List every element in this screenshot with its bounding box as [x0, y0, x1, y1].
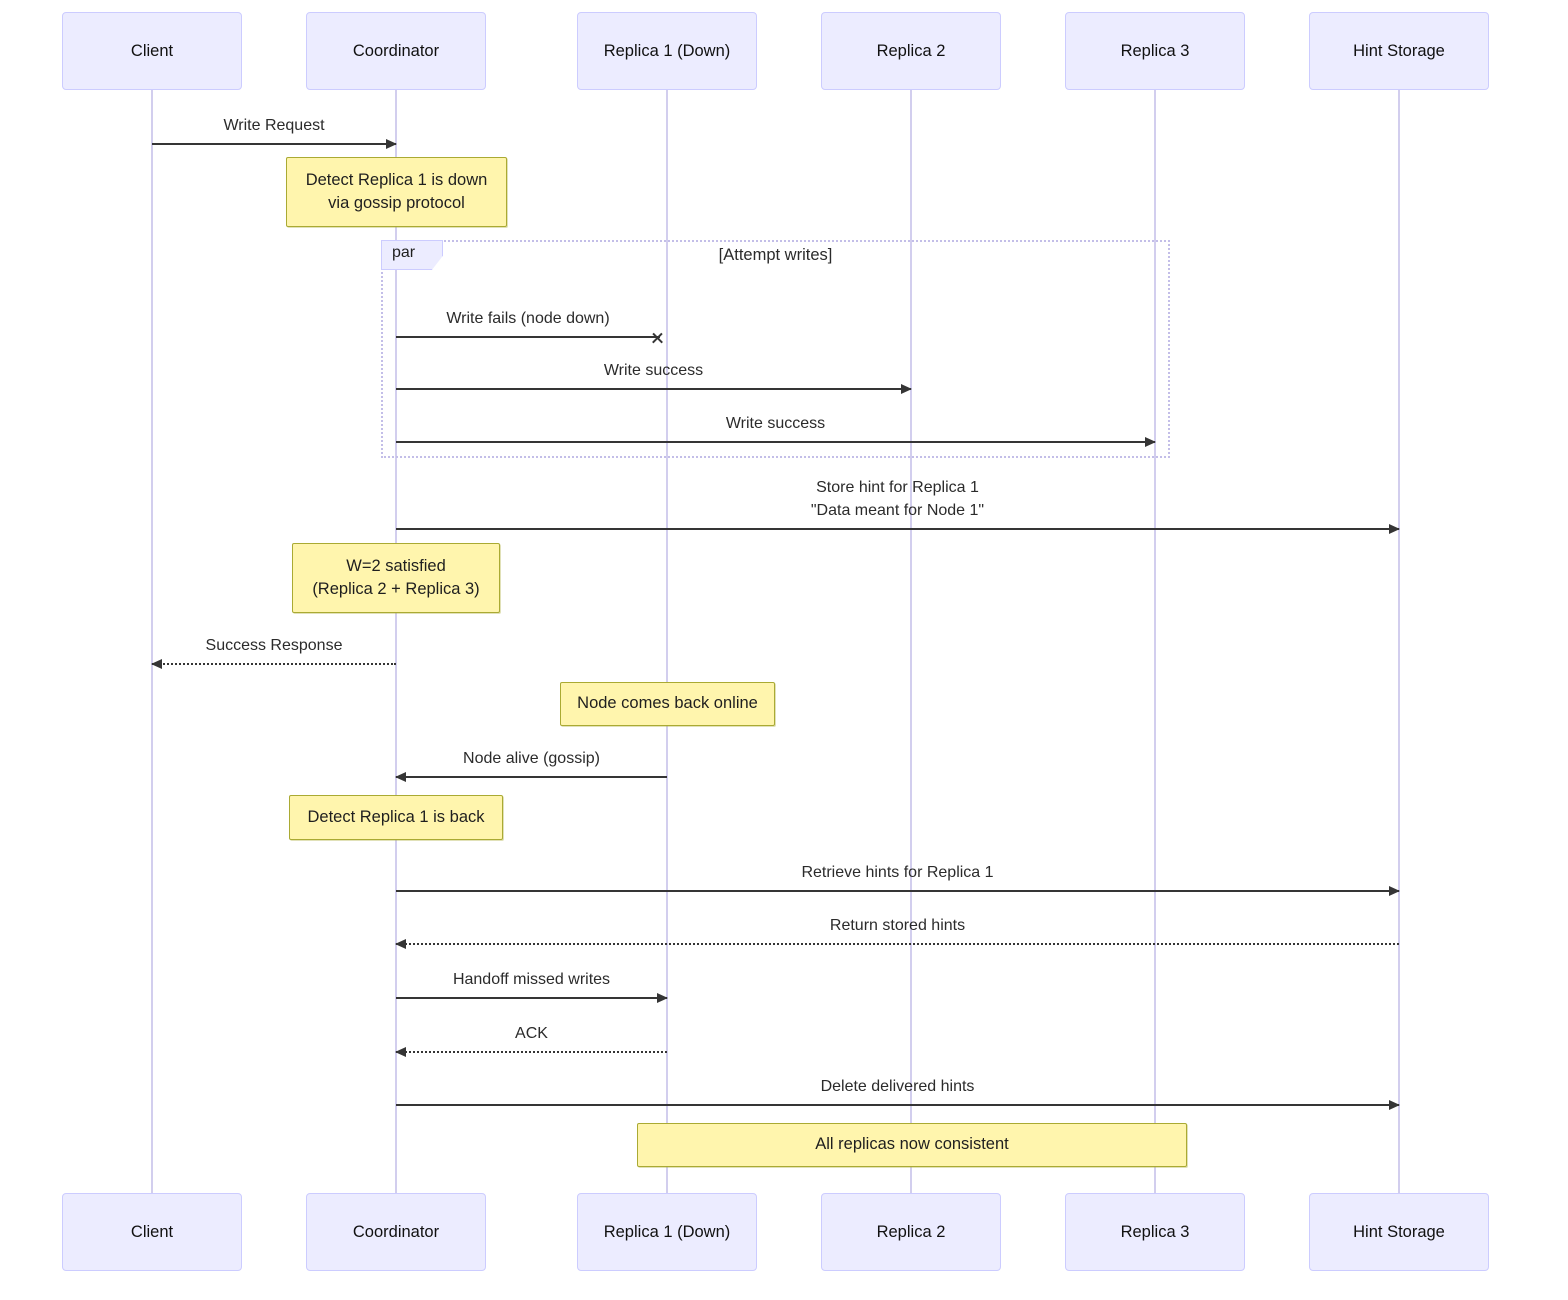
- arrowhead-icon: [151, 659, 162, 669]
- arrowhead-icon: [386, 139, 397, 149]
- fail-cross-icon: [651, 331, 664, 344]
- message-label: Write Request: [223, 116, 325, 134]
- arrowhead-icon: [395, 772, 406, 782]
- actor-bottom-client: Client: [62, 1193, 242, 1271]
- message-write-fails: Write fails (node down): [396, 296, 660, 338]
- actor-top-hint-storage: Hint Storage: [1309, 12, 1489, 90]
- actor-top-coordinator: Coordinator: [306, 12, 486, 90]
- message-write-success-replica3: Write success: [396, 401, 1156, 447]
- message-retrieve-hints: Retrieve hints for Replica 1: [396, 850, 1400, 896]
- message-line: [396, 1104, 1399, 1106]
- message-ack: ACK: [395, 1011, 667, 1057]
- note-node-back-online: Node comes back online: [560, 682, 775, 726]
- note-detect-replica1-down: Detect Replica 1 is down via gossip prot…: [286, 157, 507, 227]
- message-line: [396, 776, 667, 778]
- message-label: Node alive (gossip): [463, 749, 600, 767]
- message-line: [152, 143, 396, 145]
- message-line: [396, 388, 911, 390]
- lifeline-replica1: [666, 90, 668, 1193]
- arrowhead-icon: [395, 1047, 406, 1057]
- message-line: [396, 528, 1399, 530]
- arrowhead-icon: [1389, 524, 1400, 534]
- message-line: [396, 943, 1399, 945]
- actor-top-client: Client: [62, 12, 242, 90]
- message-store-hint: Store hint for Replica 1 "Data meant for…: [396, 464, 1400, 534]
- message-label: Write fails (node down): [446, 309, 610, 327]
- arrowhead-icon: [901, 384, 912, 394]
- message-label: ACK: [515, 1024, 548, 1042]
- par-block: par [Attempt writes]: [381, 240, 1170, 458]
- message-line: [396, 441, 1155, 443]
- arrowhead-icon: [1389, 1100, 1400, 1110]
- message-label: Return stored hints: [829, 916, 966, 934]
- actor-bottom-replica1: Replica 1 (Down): [577, 1193, 757, 1271]
- message-line: [396, 997, 667, 999]
- message-label: Retrieve hints for Replica 1: [801, 863, 994, 881]
- actor-top-replica3: Replica 3: [1065, 12, 1245, 90]
- message-label: Write success: [725, 414, 826, 432]
- par-block-condition: [Attempt writes]: [718, 246, 833, 264]
- message-line: [396, 890, 1399, 892]
- lifeline-replica3: [1154, 90, 1156, 1193]
- message-line: [152, 663, 396, 665]
- actor-bottom-coordinator: Coordinator: [306, 1193, 486, 1271]
- actor-bottom-replica2: Replica 2: [821, 1193, 1001, 1271]
- arrowhead-icon: [1145, 437, 1156, 447]
- lifeline-hint-storage: [1398, 90, 1400, 1193]
- arrowhead-icon: [395, 939, 406, 949]
- message-node-alive: Node alive (gossip): [395, 736, 667, 782]
- message-handoff-writes: Handoff missed writes: [396, 957, 668, 1003]
- par-block-label: par: [381, 240, 443, 270]
- message-label: Store hint for Replica 1 "Data meant for…: [810, 479, 985, 519]
- note-replicas-consistent: All replicas now consistent: [637, 1123, 1187, 1167]
- arrowhead-icon: [1389, 886, 1400, 896]
- message-line: [396, 1051, 667, 1053]
- message-write-request: Write Request: [152, 103, 397, 149]
- message-success-response: Success Response: [151, 623, 396, 669]
- message-return-hints: Return stored hints: [395, 903, 1399, 949]
- message-delete-hints: Delete delivered hints: [396, 1064, 1400, 1110]
- message-line: [396, 336, 660, 338]
- lifeline-replica2: [910, 90, 912, 1193]
- actor-bottom-replica3: Replica 3: [1065, 1193, 1245, 1271]
- message-write-success-replica2: Write success: [396, 348, 912, 394]
- actor-top-replica2: Replica 2: [821, 12, 1001, 90]
- message-label: Write success: [603, 361, 704, 379]
- lifeline-coordinator: [395, 90, 397, 1193]
- message-label: Delete delivered hints: [820, 1077, 975, 1095]
- note-w2-satisfied: W=2 satisfied (Replica 2 + Replica 3): [292, 543, 500, 613]
- arrowhead-icon: [657, 993, 668, 1003]
- lifeline-client: [151, 90, 153, 1193]
- message-label: Success Response: [205, 636, 343, 654]
- actor-top-replica1: Replica 1 (Down): [577, 12, 757, 90]
- actor-bottom-hint-storage: Hint Storage: [1309, 1193, 1489, 1271]
- message-label: Handoff missed writes: [452, 970, 611, 988]
- note-detect-replica1-back: Detect Replica 1 is back: [289, 795, 503, 840]
